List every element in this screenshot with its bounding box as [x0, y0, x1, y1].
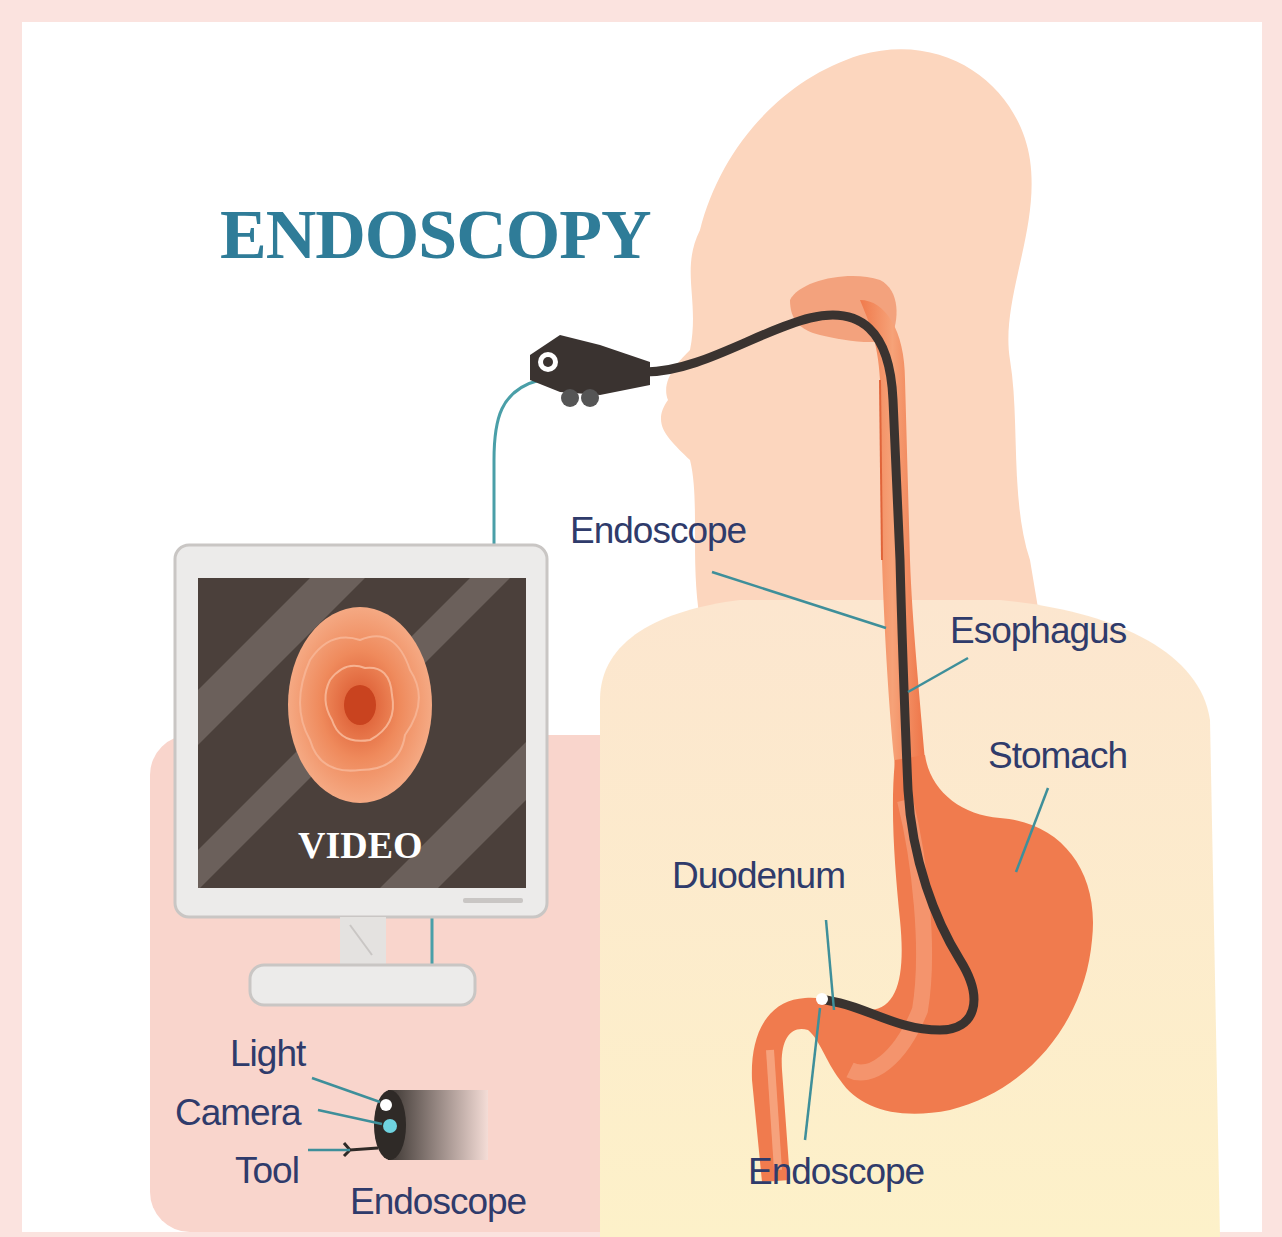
cable [494, 380, 540, 548]
endoscope-tube [645, 315, 974, 1030]
part-label: Light [230, 1035, 305, 1072]
part-label: Esophagus [950, 612, 1126, 649]
part-label: Duodenum [672, 857, 845, 894]
endoscope-handle [530, 335, 650, 407]
part-label: Endoscope [350, 1183, 526, 1220]
part-label: Tool [235, 1152, 299, 1189]
part-label: Endoscope [748, 1153, 924, 1190]
endoscope-light [816, 993, 828, 1005]
monitor [175, 545, 547, 1005]
part-label: Endoscope [570, 512, 746, 549]
screen-label: VIDEO [298, 826, 423, 864]
part-label: Stomach [988, 737, 1127, 774]
stomach [752, 755, 1093, 1182]
endoscope-tip [344, 1090, 488, 1160]
diagram-title: ENDOSCOPY [220, 200, 650, 270]
part-label: Camera [175, 1094, 301, 1131]
